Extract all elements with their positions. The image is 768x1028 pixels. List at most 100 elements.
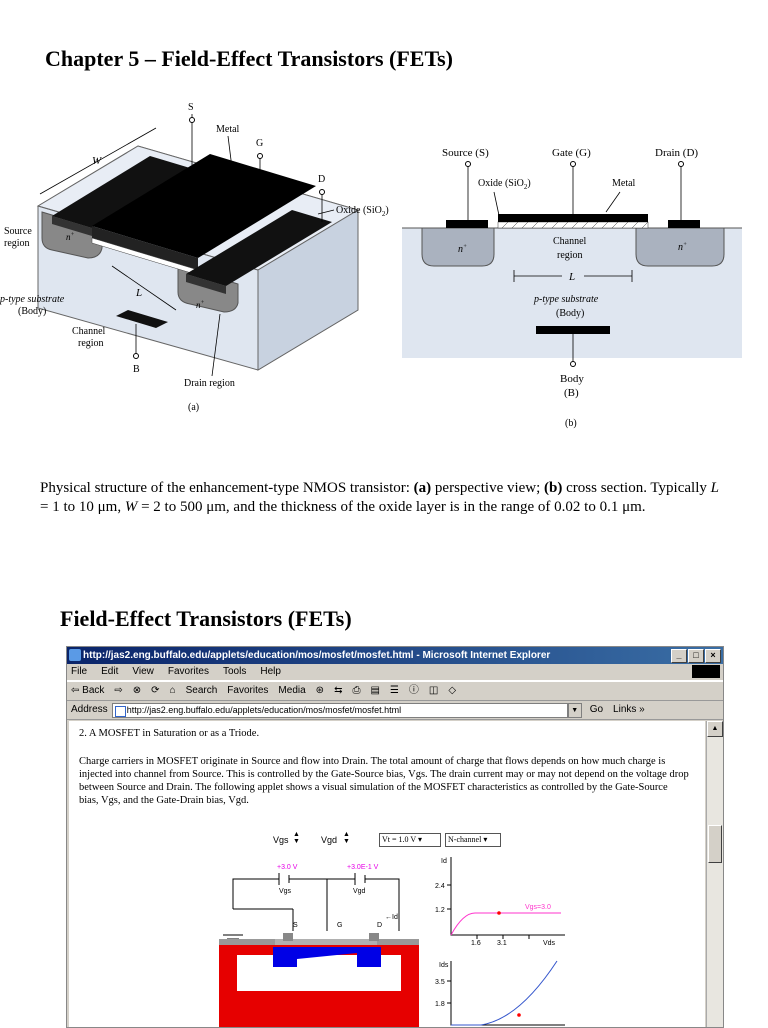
id-arrow: ←Id [385,914,398,921]
g-terminal: G [337,922,342,929]
messenger-icon[interactable]: ◇ [448,685,457,696]
menu-favorites[interactable]: Favorites [167,666,209,677]
s-terminal: S [293,922,298,929]
applet-plots: Id 2.4 1.2 1.6 3.1 Vds Vgs=3.0 Ids 3.5 1… [435,857,565,1026]
vgs-spinner[interactable]: ▲▼ [293,831,300,845]
fig-a-caption: (a) [188,402,199,413]
minimize-button[interactable]: _ [671,649,687,663]
browser-title: http://jas2.eng.buffalo.edu/applets/educ… [83,650,551,661]
maximize-button[interactable]: □ [688,649,704,663]
vgd-sub: Vgd [353,888,366,895]
refresh-icon[interactable]: ⟳ [151,685,160,696]
address-bar: Address http://jas2.eng.buffalo.edu/appl… [67,701,723,720]
info-icon[interactable]: ⓘ [408,685,419,696]
d-terminal: D [377,922,382,929]
fig-b-body-label1: Body [560,373,584,385]
figure-caption: Physical structure of the enhancement-ty… [40,480,719,515]
plot2-ytick-1: 3.5 [435,979,445,986]
fig-b-gate-label: Gate (G) [552,147,591,159]
fig-a-b-label: B [133,364,140,375]
page-icon [114,705,126,717]
fig-b-oxide-label: Oxide (SiO2) [478,178,531,191]
fig-b-nplus-source: n+ [458,244,467,255]
vt-select[interactable]: Vt = 1.0 V ▾ [379,833,441,847]
fig-a-l-label: L [135,287,142,299]
print-icon[interactable]: ⎙ [352,685,361,696]
menu-help[interactable]: Help [260,666,281,677]
links-button[interactable]: Links » [613,704,645,715]
plot1-xtick-2: 3.1 [497,940,507,947]
fig-b-ptype-label2: (Body) [556,308,584,319]
scroll-thumb[interactable] [708,825,722,863]
address-input[interactable]: http://jas2.eng.buffalo.edu/applets/educ… [111,702,568,718]
fig-a-d-label: D [318,174,325,185]
vgs-sub: Vgs [279,888,292,895]
search-button[interactable]: Search [185,685,218,696]
ids-curve [451,960,558,1026]
favorites-button[interactable]: Favorites [227,685,269,696]
forward-button[interactable]: ⇨ [114,685,123,696]
research-icon[interactable]: ◫ [428,685,439,696]
fig-a-s-label: S [188,102,194,113]
address-dropdown[interactable]: ▼ [567,702,582,718]
fig-a-ptype-label2: (Body) [18,306,46,317]
figure-a-perspective: W S G D Metal Oxide (SiO2) Source region… [0,102,389,413]
go-button[interactable]: Go [589,704,604,715]
fig-a-w-label: W [92,155,102,167]
fig-a-g-label: G [256,138,263,149]
channel-select[interactable]: N-channel ▾ [445,833,501,847]
home-icon[interactable]: ⌂ [169,685,176,696]
mosfet-applet: Vgs ▲▼ Vgd ▲▼ Vt = 1.0 V ▾ N-channel ▾ +… [69,829,705,1027]
plot1-curve-label: Vgs=3.0 [525,904,551,911]
vgs-value: +3.0 V [277,864,298,871]
address-label: Address [71,704,108,715]
menu-file[interactable]: File [71,666,88,677]
fig-b-source-label: Source (S) [442,147,489,159]
fig-a-metal-label: Metal [216,124,240,135]
back-button[interactable]: ⇦ Back [71,685,105,696]
plot2-ytick-2: 1.8 [435,1001,445,1008]
menu-tools[interactable]: Tools [222,666,247,677]
plot2-ylabel: Ids [439,962,449,969]
fig-a-nplus-drain: n+ [196,300,205,310]
fig-b-metal-label: Metal [612,178,636,189]
windows-flag-icon [692,665,720,678]
stop-icon[interactable]: ⊗ [132,685,142,696]
ids-curve-point [517,1013,521,1017]
fig-b-channel-label2: region [557,250,583,261]
fig-b-nplus-drain: n+ [678,242,687,253]
plot1-ylabel: Id [441,858,447,865]
plot1-ytick-1: 2.4 [435,883,445,890]
vgd-spinner[interactable]: ▲▼ [343,831,350,845]
page-content: 2. A MOSFET in Saturation or as a Triode… [69,721,705,1027]
fig-a-ptype-label1: p-type substrate [0,294,65,305]
plot1-ytick-2: 1.2 [435,907,445,914]
page-paragraph: Charge carriers in MOSFET originate in S… [79,756,689,806]
vgd-label: Vgd [321,835,338,845]
scroll-up-button[interactable]: ▲ [707,721,723,737]
close-button[interactable]: × [705,649,721,663]
edit-icon[interactable]: ▤ [370,685,380,696]
menu-view[interactable]: View [132,666,154,677]
fig-a-source-label1: Source [4,226,32,237]
chapter-title: Chapter 5 – Field-Effect Transistors (FE… [45,46,453,71]
fig-b-ptype-label1: p-type substrate [533,294,599,305]
discuss-icon[interactable]: ☰ [389,685,399,696]
menu-bar: File Edit View Favorites Tools Help [67,664,723,681]
vertical-scrollbar[interactable]: ▲ [706,721,723,1027]
fig-a-source-label2: region [4,238,30,249]
fig-a-channel-label2: region [78,338,104,349]
fig-a-drain-label: Drain region [184,378,235,389]
fig-a-nplus-source: n+ [66,232,75,242]
fig-b-caption: (b) [565,418,577,429]
mail-icon[interactable]: ⇆ [334,685,343,696]
ie-logo-icon [69,649,81,661]
history-icon[interactable]: ⊛ [315,685,325,696]
section-title: Field-Effect Transistors (FETs) [60,606,352,631]
applet-circuit: +3.0 V +3.0E-1 V Vgs Vgd S G D ←Id [219,864,419,1027]
media-button[interactable]: Media [278,685,306,696]
browser-window: http://jas2.eng.buffalo.edu/applets/educ… [66,646,724,1028]
fig-a-oxide-label: Oxide (SiO2) [336,205,389,218]
menu-edit[interactable]: Edit [101,666,119,677]
toolbar: ⇦ Back ⇨ ⊗ ⟳ ⌂ Search Favorites Media ⊛ … [67,681,723,701]
